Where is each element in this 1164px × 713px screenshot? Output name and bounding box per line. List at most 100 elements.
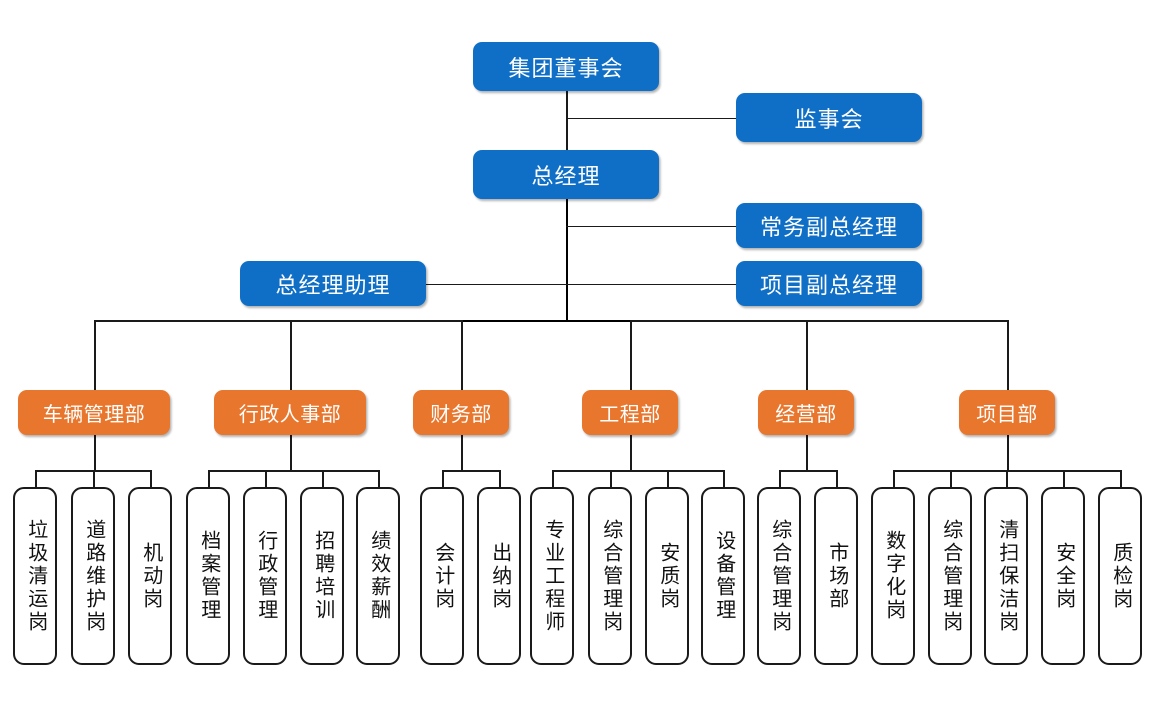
position-node[interactable]: 会计岗 [420,487,464,665]
exec-node-gm[interactable]: 总经理 [473,150,659,199]
connector-operations-stem [806,435,808,470]
position-node-label: 垃圾清运岗 [24,518,47,634]
position-node-label: 行政管理 [254,530,277,622]
exec-node-label: 项目副总经理 [759,272,898,298]
connector-gm-to-exec-vgm [566,225,736,228]
position-node-label: 绩效薪酬 [367,530,390,622]
connector-vehicle-stem [94,435,96,470]
connector-gm-to-proj-vgm [566,283,736,286]
department-node-label: 工程部 [599,404,661,426]
position-node[interactable]: 安全岗 [1041,487,1085,665]
department-node-engineering[interactable]: 工程部 [582,390,678,435]
connector-engineering-to-position [552,470,554,487]
position-node[interactable]: 行政管理 [243,487,287,665]
exec-node-exec-vgm[interactable]: 常务副总经理 [736,203,922,248]
position-node[interactable]: 设备管理 [701,487,745,665]
position-node-label: 综合管理岗 [768,518,791,634]
exec-node-gm-asst[interactable]: 总经理助理 [240,261,426,306]
connector-vehicle-to-position [35,470,37,487]
department-node-admin-hr[interactable]: 行政人事部 [214,390,366,435]
exec-node-label: 总经理 [531,163,601,189]
position-node[interactable]: 清扫保洁岗 [984,487,1028,665]
connector-project-stem [1007,435,1009,470]
position-node[interactable]: 出纳岗 [477,487,521,665]
connector-finance-to-position [442,470,444,487]
position-node-label: 安质岗 [656,541,679,611]
connector-project-to-position [893,470,895,487]
connector-admin-hr-to-position [265,470,267,487]
department-node-label: 车辆管理部 [42,404,146,426]
position-node-label: 清扫保洁岗 [995,518,1018,634]
position-node-label: 会计岗 [431,541,454,611]
connector-finance-stem [461,435,463,470]
connector-engineering-to-position [667,470,669,487]
connector-admin-hr-stem [290,435,292,470]
position-node[interactable]: 专业工程师 [530,487,574,665]
position-node[interactable]: 机动岗 [128,487,172,665]
position-node[interactable]: 质检岗 [1098,487,1142,665]
position-node-label: 专业工程师 [541,518,564,634]
position-node-label: 设备管理 [712,530,735,622]
position-node-label: 招聘培训 [311,530,334,622]
connector-engineering-bus [552,470,723,472]
connector-bus-to-finance [461,320,463,390]
connector-project-to-position [1063,470,1065,487]
department-node-project[interactable]: 项目部 [959,390,1055,435]
position-node[interactable]: 综合管理岗 [928,487,972,665]
connector-finance-to-position [499,470,501,487]
connector-project-to-position [1006,470,1008,487]
position-node-label: 档案管理 [197,530,220,622]
connector-operations-bus [779,470,836,472]
connector-bus-to-project [1007,320,1009,390]
exec-node-proj-vgm[interactable]: 项目副总经理 [736,261,922,306]
exec-node-label: 总经理助理 [275,272,391,298]
connector-gm-spine [566,199,568,320]
connector-admin-hr-to-position [208,470,210,487]
position-node-label: 安全岗 [1052,541,1075,611]
connector-gm-to-assistant [426,283,566,286]
connector-engineering-stem [630,435,632,470]
position-node[interactable]: 垃圾清运岗 [13,487,57,665]
position-node[interactable]: 市场部 [814,487,858,665]
department-node-label: 经营部 [775,404,837,426]
connector-operations-to-position [836,470,838,487]
connector-admin-hr-to-position [322,470,324,487]
connector-project-to-position [1120,470,1122,487]
department-node-vehicle[interactable]: 车辆管理部 [18,390,170,435]
connector-admin-hr-to-position [378,470,380,487]
connector-finance-bus [442,470,499,472]
exec-node-label: 监事会 [794,106,864,132]
department-node-operations[interactable]: 经营部 [758,390,854,435]
position-node[interactable]: 招聘培训 [300,487,344,665]
connector-operations-to-position [779,470,781,487]
exec-node-supervisor[interactable]: 监事会 [736,93,922,142]
position-node-label: 综合管理岗 [599,518,622,634]
connector-bus-to-operations [806,320,808,390]
position-node[interactable]: 安质岗 [645,487,689,665]
connector-bus-to-admin-hr [290,320,292,390]
connector-vehicle-bus [35,470,150,472]
position-node-label: 市场部 [825,541,848,611]
connector-admin-hr-bus [208,470,378,472]
connector-vehicle-to-position [150,470,152,487]
connector-project-to-position [950,470,952,487]
position-node-label: 质检岗 [1109,541,1132,611]
connector-engineering-to-position [610,470,612,487]
position-node-label: 综合管理岗 [939,518,962,634]
position-node[interactable]: 综合管理岗 [757,487,801,665]
position-node[interactable]: 档案管理 [186,487,230,665]
position-node[interactable]: 道路维护岗 [71,487,115,665]
department-node-finance[interactable]: 财务部 [413,390,509,435]
exec-node-label: 集团董事会 [508,55,624,81]
position-node-label: 道路维护岗 [82,518,105,634]
position-node[interactable]: 绩效薪酬 [356,487,400,665]
connector-bus-to-engineering [630,320,632,390]
connector-bus-to-vehicle [94,320,96,390]
position-node[interactable]: 综合管理岗 [588,487,632,665]
connector-board-to-gm [566,91,568,150]
position-node[interactable]: 数字化岗 [871,487,915,665]
department-node-label: 行政人事部 [238,404,342,426]
connector-department-bus-center [461,320,630,322]
exec-node-board[interactable]: 集团董事会 [473,42,659,91]
connector-vehicle-to-position [93,470,95,487]
